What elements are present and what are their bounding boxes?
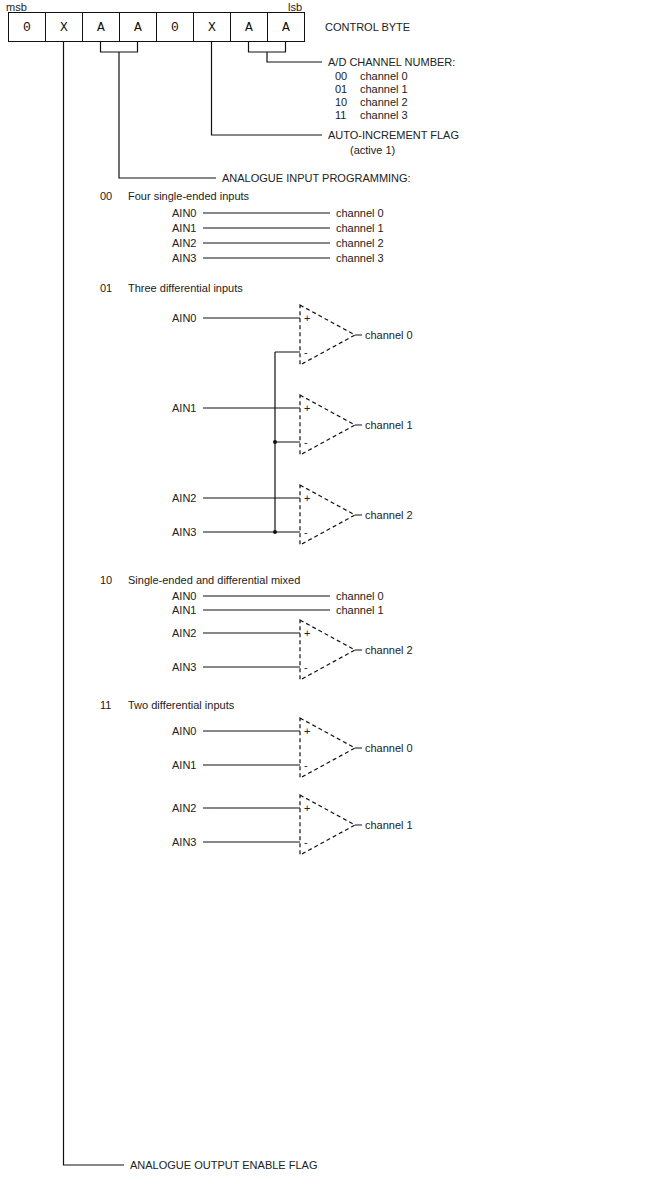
- wire: [355, 335, 362, 515]
- label-text: channel 2: [360, 95, 408, 109]
- label-text: -: [304, 660, 308, 674]
- label-text: ANALOGUE INPUT PROGRAMMING:: [222, 171, 411, 185]
- label-text: -: [304, 758, 308, 772]
- bit-label: 0: [171, 20, 179, 35]
- label-text: channel 0: [336, 589, 384, 603]
- label-text: channel 1: [365, 418, 413, 432]
- bit-label: A: [97, 20, 105, 35]
- label-text: channel 1: [336, 221, 384, 235]
- label-text: AIN1: [172, 401, 196, 415]
- label-text: channel 1: [365, 818, 413, 832]
- bit-cell: A: [230, 12, 268, 42]
- label-text: +: [304, 801, 310, 815]
- label-text: channel 1: [360, 82, 408, 96]
- label-text: 10: [335, 95, 347, 109]
- label-text: -: [304, 345, 308, 359]
- label-text: channel 2: [365, 643, 413, 657]
- bit-cell: X: [193, 12, 231, 42]
- bit-cell: 0: [156, 12, 194, 42]
- label-text: AIN3: [172, 835, 196, 849]
- label-text: +: [304, 626, 310, 640]
- label-text: AIN2: [172, 491, 196, 505]
- bit-label: X: [60, 20, 68, 35]
- label-text: AIN3: [172, 660, 196, 674]
- label-text: channel 1: [336, 603, 384, 617]
- label-text: msb: [6, 0, 27, 14]
- amplifier-symbol: [300, 795, 355, 855]
- amplifier-symbol: [300, 395, 355, 455]
- label-text: AIN3: [172, 251, 196, 265]
- junction-dot: [273, 440, 277, 444]
- label-text: 00: [100, 189, 112, 203]
- amplifier-symbol: [300, 718, 355, 778]
- bit-cell: A: [267, 12, 305, 42]
- wire: [203, 213, 330, 258]
- label-text: CONTROL BYTE: [325, 20, 410, 34]
- amplifier-symbol: [300, 485, 355, 545]
- label-text: A/D CHANNEL NUMBER:: [328, 55, 455, 69]
- leader-line: [212, 42, 323, 135]
- label-text: 01: [100, 281, 112, 295]
- label-text: Four single-ended inputs: [128, 189, 249, 203]
- label-text: channel 3: [336, 251, 384, 265]
- label-text: 11: [100, 698, 111, 712]
- bit-label: 0: [23, 20, 31, 35]
- amplifier-symbol: [300, 620, 355, 680]
- label-text: AUTO-INCREMENT FLAG: [328, 128, 459, 142]
- label-text: 00: [335, 69, 347, 83]
- amplifier-symbol: [300, 305, 355, 365]
- label-text: 11: [335, 108, 346, 122]
- label-text: channel 0: [336, 206, 384, 220]
- label-text: lsb: [288, 0, 302, 14]
- label-text: -: [304, 525, 308, 539]
- wire: [203, 318, 300, 532]
- bit-label: A: [282, 20, 290, 35]
- label-text: AIN0: [172, 589, 196, 603]
- bit-label: X: [208, 20, 216, 35]
- label-text: AIN0: [172, 724, 196, 738]
- label-text: AIN1: [172, 221, 196, 235]
- bit-cell: 0: [8, 12, 46, 42]
- label-text: AIN2: [172, 236, 196, 250]
- label-text: -: [304, 835, 308, 849]
- bit-label: A: [245, 20, 253, 35]
- label-text: +: [304, 491, 310, 505]
- label-text: +: [304, 724, 310, 738]
- label-text: ANALOGUE OUTPUT ENABLE FLAG: [130, 1158, 317, 1172]
- label-text: AIN3: [172, 525, 196, 539]
- label-text: channel 0: [360, 69, 408, 83]
- label-text: channel 0: [365, 328, 413, 342]
- junction-dot: [273, 530, 277, 534]
- label-text: 01: [335, 82, 347, 96]
- bit-cell: A: [119, 12, 157, 42]
- wire: [203, 731, 362, 842]
- label-text: AIN2: [172, 626, 196, 640]
- label-text: AIN1: [172, 603, 196, 617]
- label-text: AIN1: [172, 758, 196, 772]
- label-text: Three differential inputs: [128, 281, 243, 295]
- bit-cell: A: [82, 12, 120, 42]
- label-text: channel 2: [336, 236, 384, 250]
- label-text: AIN2: [172, 801, 196, 815]
- label-text: channel 0: [365, 741, 413, 755]
- bracket: [249, 42, 323, 62]
- label-text: -: [304, 435, 308, 449]
- label-text: channel 2: [365, 508, 413, 522]
- bit-label: A: [134, 20, 142, 35]
- label-text: AIN0: [172, 206, 196, 220]
- label-text: +: [304, 311, 310, 325]
- label-text: Single-ended and differential mixed: [128, 573, 300, 587]
- bracket: [101, 42, 217, 178]
- label-text: 10: [100, 573, 112, 587]
- label-text: (active 1): [350, 143, 395, 157]
- bit-cell: X: [45, 12, 83, 42]
- label-text: channel 3: [360, 108, 408, 122]
- label-text: Two differential inputs: [128, 698, 234, 712]
- leader-line: [64, 42, 125, 1165]
- label-text: AIN0: [172, 311, 196, 325]
- label-text: +: [304, 401, 310, 415]
